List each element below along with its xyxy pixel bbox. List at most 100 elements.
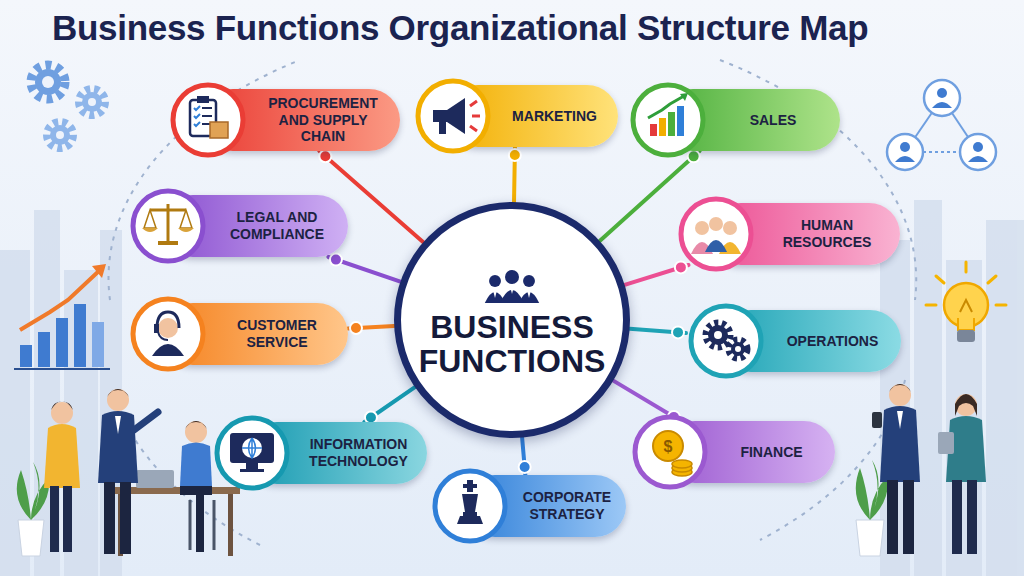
growth-chart-icon bbox=[14, 264, 110, 369]
decoration-part bbox=[14, 368, 110, 370]
decoration-part bbox=[180, 486, 212, 495]
decoration-part bbox=[463, 512, 477, 516]
decoration-part bbox=[418, 81, 488, 151]
function-icon bbox=[133, 191, 203, 261]
decoration-part bbox=[88, 98, 96, 106]
decoration-part bbox=[653, 431, 683, 461]
decoration-part bbox=[435, 471, 505, 541]
decoration-part bbox=[889, 384, 911, 392]
decoration-part bbox=[706, 323, 730, 347]
connector bbox=[630, 326, 686, 338]
function-icon bbox=[676, 194, 756, 274]
decoration-part bbox=[967, 480, 977, 554]
decoration-part bbox=[433, 98, 465, 134]
team-illustration-left bbox=[44, 389, 240, 556]
decoration-part bbox=[677, 106, 684, 136]
function-icon bbox=[430, 466, 510, 546]
decoration-part bbox=[152, 344, 184, 356]
decoration-part bbox=[246, 463, 258, 469]
decoration-part bbox=[18, 520, 44, 556]
gears-icon bbox=[31, 65, 105, 148]
decoration-part bbox=[965, 262, 968, 272]
decoration-part bbox=[136, 470, 174, 488]
function-label: LEGAL AND COMPLIANCE bbox=[218, 197, 348, 254]
decoration-part bbox=[50, 125, 70, 145]
decoration-part bbox=[493, 290, 497, 298]
decoration-part bbox=[56, 131, 64, 139]
decoration-part bbox=[51, 401, 73, 410]
decoration-part bbox=[957, 330, 975, 342]
decoration-part bbox=[932, 102, 952, 108]
decoration-part bbox=[144, 210, 192, 228]
decoration-part bbox=[856, 520, 884, 556]
decoration-part bbox=[955, 394, 977, 416]
connector-dot bbox=[688, 150, 700, 162]
decoration-part bbox=[31, 65, 65, 99]
function-icon bbox=[128, 186, 208, 266]
decoration-part bbox=[889, 384, 911, 406]
decoration-part bbox=[51, 402, 73, 424]
decoration-part bbox=[242, 438, 262, 458]
decoration-part bbox=[180, 443, 212, 487]
function-label: SALES bbox=[718, 100, 840, 141]
function-pill: OPERATIONS bbox=[686, 301, 901, 381]
decoration-part bbox=[92, 264, 106, 278]
decoration-part bbox=[20, 270, 100, 330]
decoration-part bbox=[462, 494, 478, 512]
function-icon bbox=[173, 85, 243, 155]
function-label: INFORMATION TECHNOLOGY bbox=[302, 424, 427, 481]
decoration-part bbox=[107, 389, 129, 397]
decoration-part bbox=[197, 96, 209, 103]
decoration-part bbox=[17, 462, 49, 520]
decoration-part bbox=[20, 345, 32, 367]
decoration-part bbox=[470, 101, 480, 131]
connector-dot bbox=[319, 150, 331, 162]
decoration-part bbox=[38, 332, 50, 367]
decoration-part bbox=[157, 312, 179, 328]
decoration-part bbox=[709, 217, 723, 231]
decoration-part bbox=[659, 118, 666, 136]
team-illustration-right bbox=[872, 384, 986, 554]
connector bbox=[364, 387, 415, 423]
function-label: PROCUREMENT AND SUPPLY CHAIN bbox=[258, 83, 400, 157]
decoration-part bbox=[914, 200, 942, 576]
function-label: OPERATIONS bbox=[776, 321, 901, 362]
decoration-part bbox=[988, 276, 996, 283]
decoration-part bbox=[50, 486, 59, 552]
decoration-part bbox=[42, 76, 54, 88]
decoration-part bbox=[672, 460, 692, 468]
decoration-part bbox=[903, 480, 914, 554]
decoration-part bbox=[714, 331, 722, 339]
connector bbox=[509, 147, 521, 202]
decoration-part bbox=[115, 416, 121, 434]
decoration-part bbox=[230, 433, 274, 463]
decoration-part bbox=[47, 122, 73, 148]
function-icon: $ bbox=[630, 412, 710, 492]
connector-dot bbox=[675, 261, 687, 273]
decoration-part bbox=[505, 270, 519, 284]
decoration-part bbox=[938, 432, 954, 454]
decoration-part bbox=[185, 421, 207, 429]
decoration-part bbox=[973, 142, 983, 152]
decoration-part bbox=[650, 124, 657, 136]
hub-circle: BUSINESS FUNCTIONS bbox=[394, 202, 630, 438]
decoration-part bbox=[900, 142, 910, 152]
decoration-part bbox=[463, 480, 477, 492]
dashed-orbit bbox=[109, 60, 917, 545]
decoration-part bbox=[158, 241, 178, 245]
lightbulb-icon bbox=[926, 262, 1006, 342]
decoration-part bbox=[897, 411, 903, 429]
function-icon bbox=[128, 294, 208, 374]
decoration-part bbox=[439, 122, 446, 134]
decoration-part bbox=[527, 290, 531, 298]
decoration-part bbox=[880, 406, 920, 482]
function-pill: SALES bbox=[628, 80, 840, 160]
decoration-part bbox=[952, 480, 962, 554]
decoration-part bbox=[107, 389, 129, 411]
decoration-part bbox=[489, 275, 501, 287]
function-icon bbox=[435, 471, 505, 541]
decoration-part bbox=[958, 318, 974, 330]
currency-glyph: $ bbox=[664, 438, 673, 455]
